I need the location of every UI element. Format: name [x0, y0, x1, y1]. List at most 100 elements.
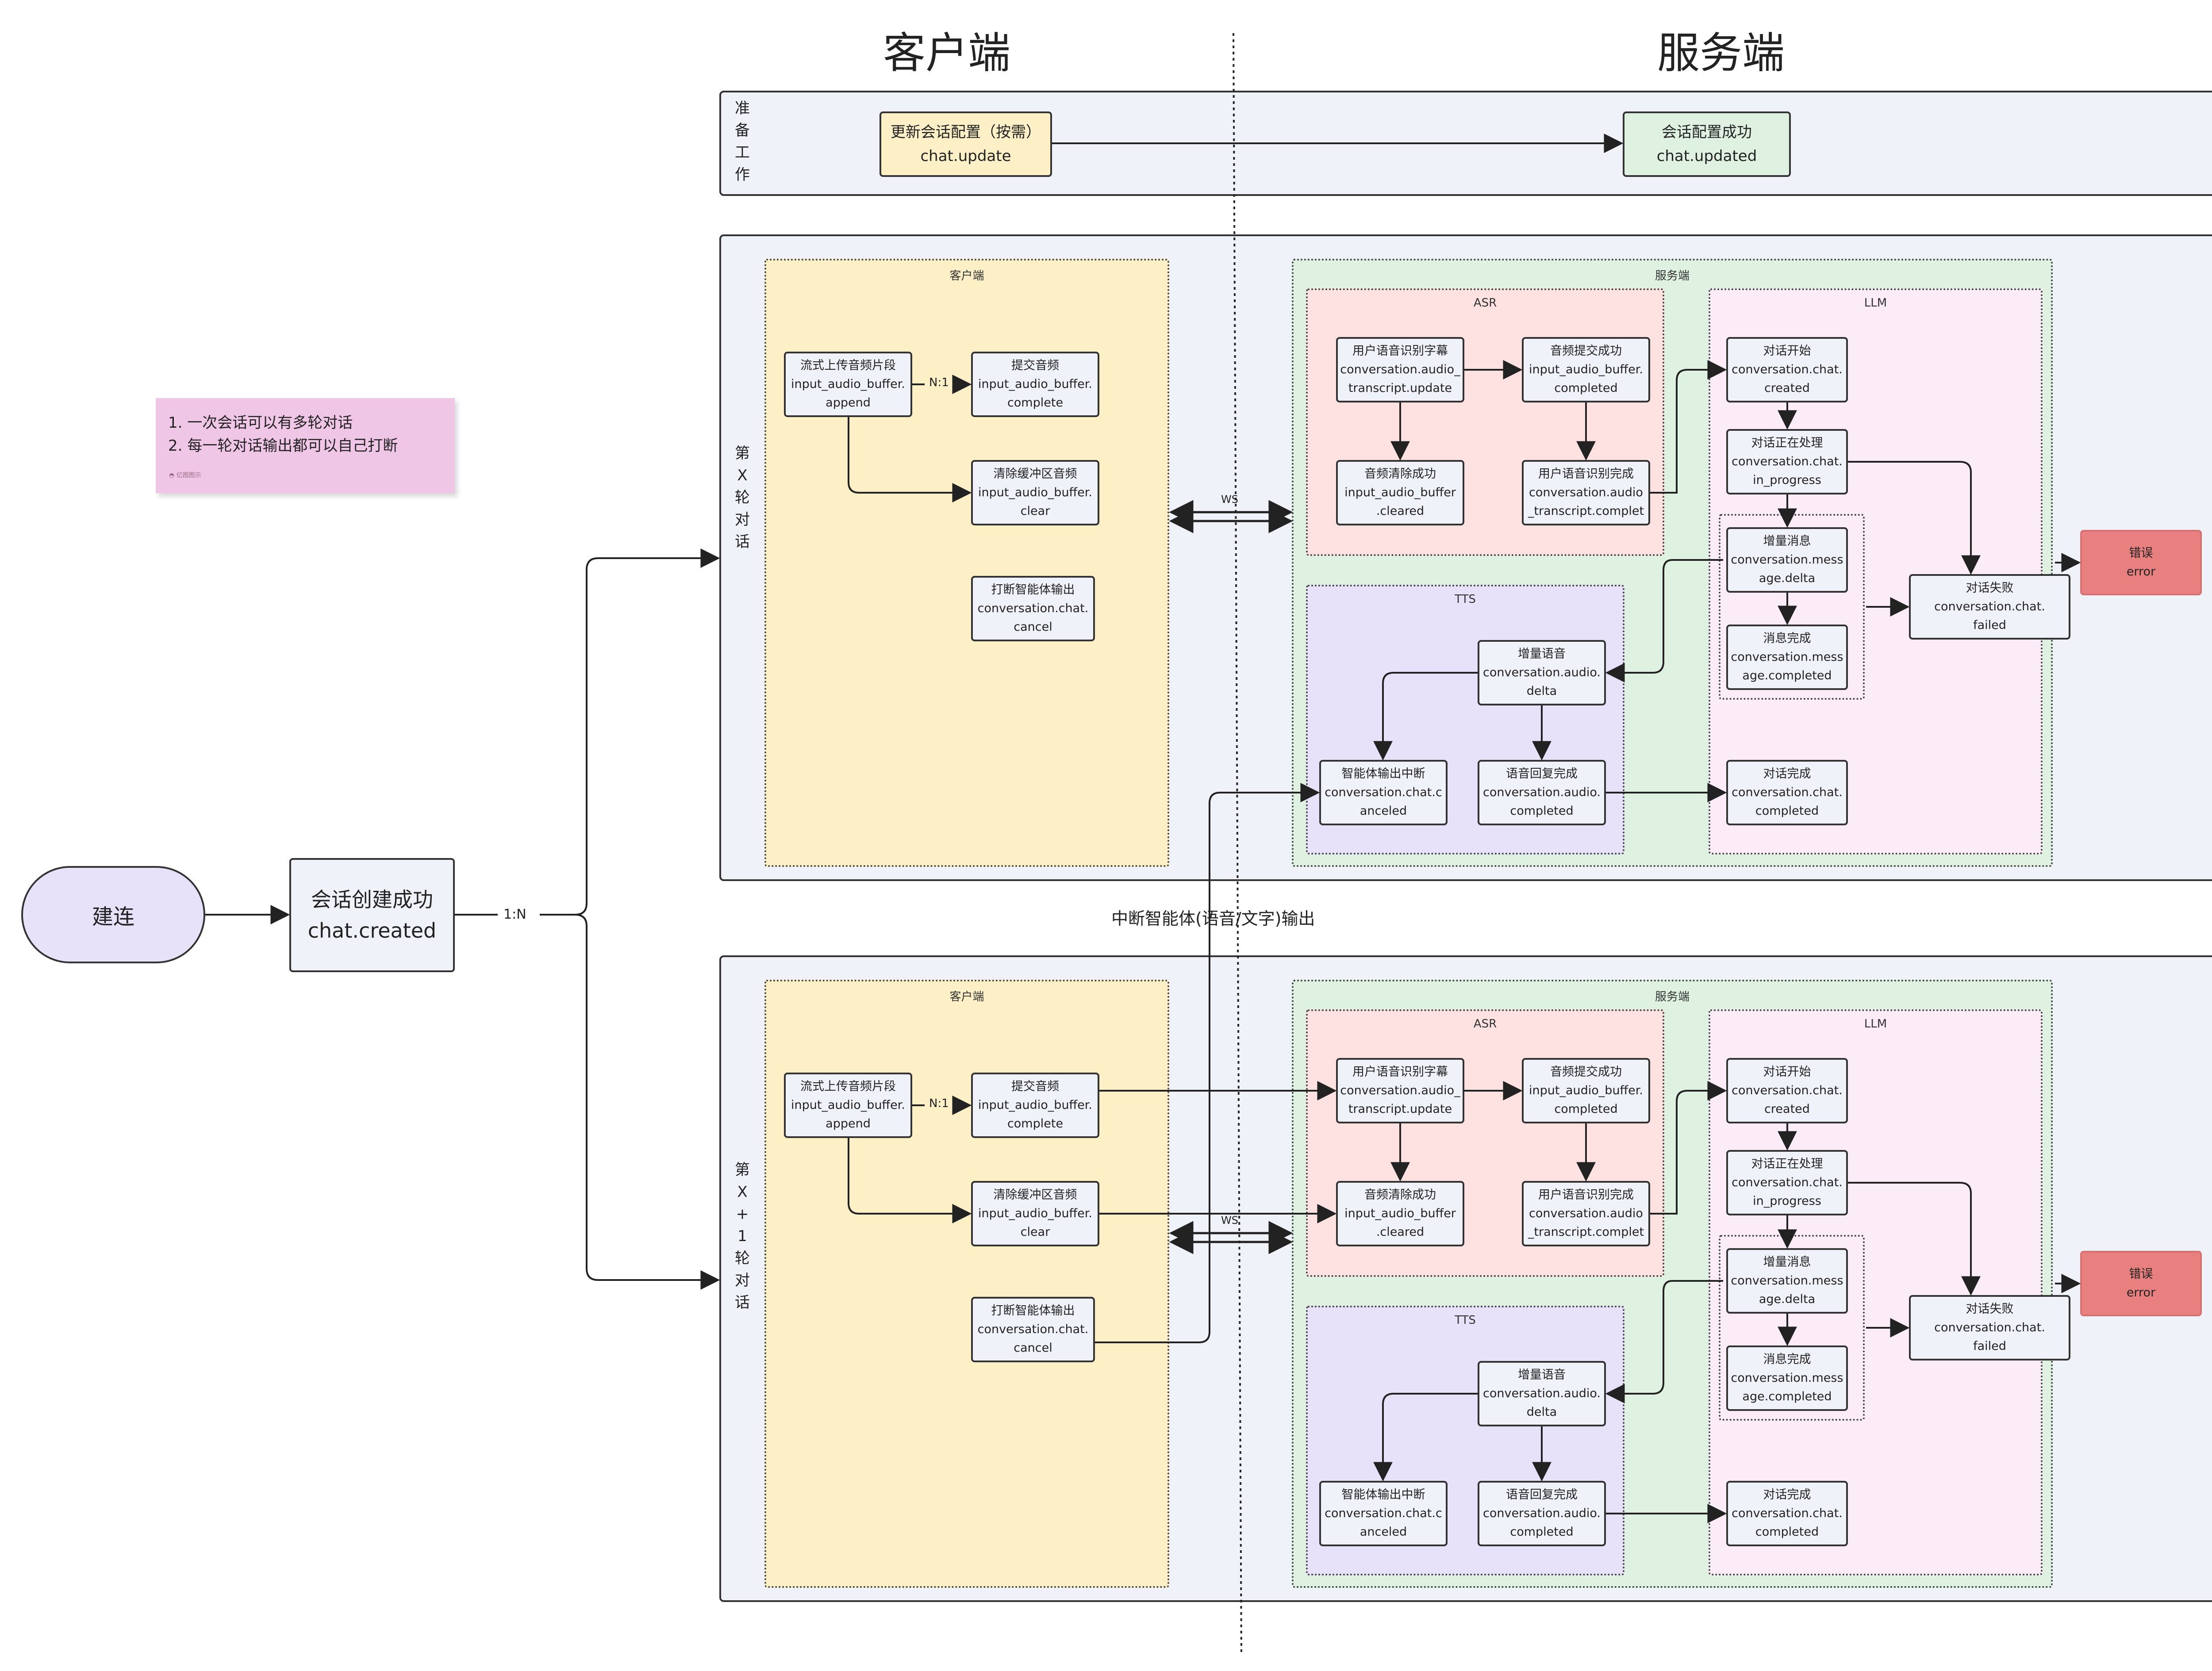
node-text: 对话开始: [1763, 1065, 1811, 1079]
node-text: in_progress: [1753, 473, 1821, 487]
node-text: 音频清除成功: [1364, 1188, 1436, 1202]
node-text: 提交音频: [1011, 359, 1059, 372]
node-text: completed: [1510, 1525, 1574, 1539]
node-text: conversation.mess: [1731, 553, 1843, 567]
node-text: age.completed: [1742, 1390, 1832, 1403]
node-text: anceled: [1359, 1525, 1407, 1539]
node-audio-delta: 增量语音 conversation.audio. delta: [1478, 1361, 1606, 1426]
node-text: 对话完成: [1763, 1488, 1811, 1502]
node-text: input_audio_buffer.: [1529, 363, 1643, 376]
node-text: complete: [1007, 396, 1064, 410]
node-text: in_progress: [1753, 1194, 1821, 1208]
to-round-x1: [575, 914, 720, 1290]
audio-delta-to-canceled: [1373, 672, 1478, 761]
node-text: 流式上传音频片段: [800, 1080, 896, 1093]
node-text: 对话失败: [1966, 1302, 2014, 1316]
node-text: 对话正在处理: [1751, 1157, 1823, 1171]
client-region-label: 客户端: [949, 269, 984, 283]
message-delta-to-audio-delta: [1605, 559, 1723, 682]
node-text: completed: [1510, 804, 1574, 818]
llm-region-label: LLM: [1864, 296, 1887, 310]
append-to-clear: [848, 417, 972, 502]
interrupt-line: [1095, 783, 1320, 1343]
node-text: age.delta: [1759, 1292, 1816, 1306]
asr-region-label: ASR: [1473, 296, 1497, 310]
n1-label: N:1: [929, 376, 949, 389]
node-text: completed: [1755, 804, 1819, 818]
node-text: 消息完成: [1763, 632, 1811, 645]
node-text: 增量语音: [1518, 1368, 1566, 1382]
node-message-completed: 消息完成 conversation.mess age.completed: [1726, 625, 1848, 690]
node-text: 用户语音识别完成: [1538, 467, 1634, 481]
node-text: cancel: [1014, 620, 1052, 634]
node-text: 语音回复完成: [1506, 1488, 1578, 1502]
node-text: conversation.chat.: [1732, 363, 1843, 376]
node-text: conversation.mess: [1731, 650, 1843, 664]
node-text: conversation.chat.: [977, 602, 1089, 615]
node-text: input_audio_buffer.: [1529, 1084, 1643, 1097]
node-text: age.delta: [1759, 571, 1816, 585]
node-text: 增量消息: [1763, 534, 1811, 548]
node-text: conversation.chat.: [1934, 600, 2045, 613]
note-line-1: 1. 一次会话可以有多轮对话: [168, 414, 353, 432]
node-text: 对话开始: [1763, 344, 1811, 358]
node-text: conversation.audio.: [1482, 1387, 1601, 1400]
node-text: _transcript.complet: [1528, 504, 1644, 518]
node-text: 对话完成: [1763, 767, 1811, 781]
node-text: .cleared: [1376, 1225, 1425, 1239]
node-text: 清除缓冲区音频: [993, 1188, 1077, 1202]
divider: [1233, 33, 1242, 1655]
transcript-completed-to-chat-created: [1650, 360, 1727, 494]
audio-delta-to-canceled: [1373, 1393, 1478, 1482]
node-text: 用户语音识别完成: [1538, 1188, 1634, 1202]
node-text: 错误: [2129, 546, 2153, 560]
prep-label: 准 备 工 作: [735, 100, 750, 184]
node-text: conversation.mess: [1731, 1371, 1843, 1385]
round-label-char: X: [737, 467, 748, 484]
node-text: input_audio_buffer.: [978, 1207, 1092, 1220]
round-label-char: 第: [735, 1161, 750, 1179]
chat-updated-node: 会话配置成功 chat.updated: [1623, 111, 1791, 177]
message-delta-to-audio-delta: [1605, 1280, 1723, 1403]
node-text: conversation.chat.: [1732, 455, 1843, 468]
server-region-label: 服务端: [1655, 269, 1690, 283]
node-text: delta: [1526, 1405, 1557, 1419]
llm-region-label: LLM: [1864, 1017, 1887, 1031]
node-text: 用户语音识别字幕: [1352, 344, 1448, 358]
node-text: clear: [1020, 1225, 1050, 1239]
node-text: .cleared: [1376, 504, 1425, 518]
node-text: conversation.audio: [1529, 486, 1643, 499]
node-text: 增量消息: [1763, 1255, 1811, 1269]
node-text: failed: [1973, 618, 2006, 632]
node-text: age.completed: [1742, 669, 1832, 682]
node-text: created: [1764, 1102, 1810, 1116]
node-text: completed: [1755, 1525, 1819, 1539]
server-title: 服务端: [1657, 28, 1785, 78]
append-to-clear: [848, 1138, 972, 1223]
node-text: append: [826, 1117, 871, 1131]
to-round-x: [540, 548, 720, 916]
node-text: conversation.chat.: [977, 1322, 1089, 1336]
node-text: conversation.audio_: [1340, 1084, 1460, 1097]
node-text: conversation.audio.: [1482, 1506, 1601, 1520]
node-text: conversation.audio.: [1482, 786, 1601, 799]
node-text: 音频提交成功: [1550, 344, 1622, 358]
round-label-char: 轮: [735, 1249, 750, 1267]
node-transcript-completed: 用户语音识别完成 conversation.audio _transcript.co…: [1522, 460, 1650, 525]
